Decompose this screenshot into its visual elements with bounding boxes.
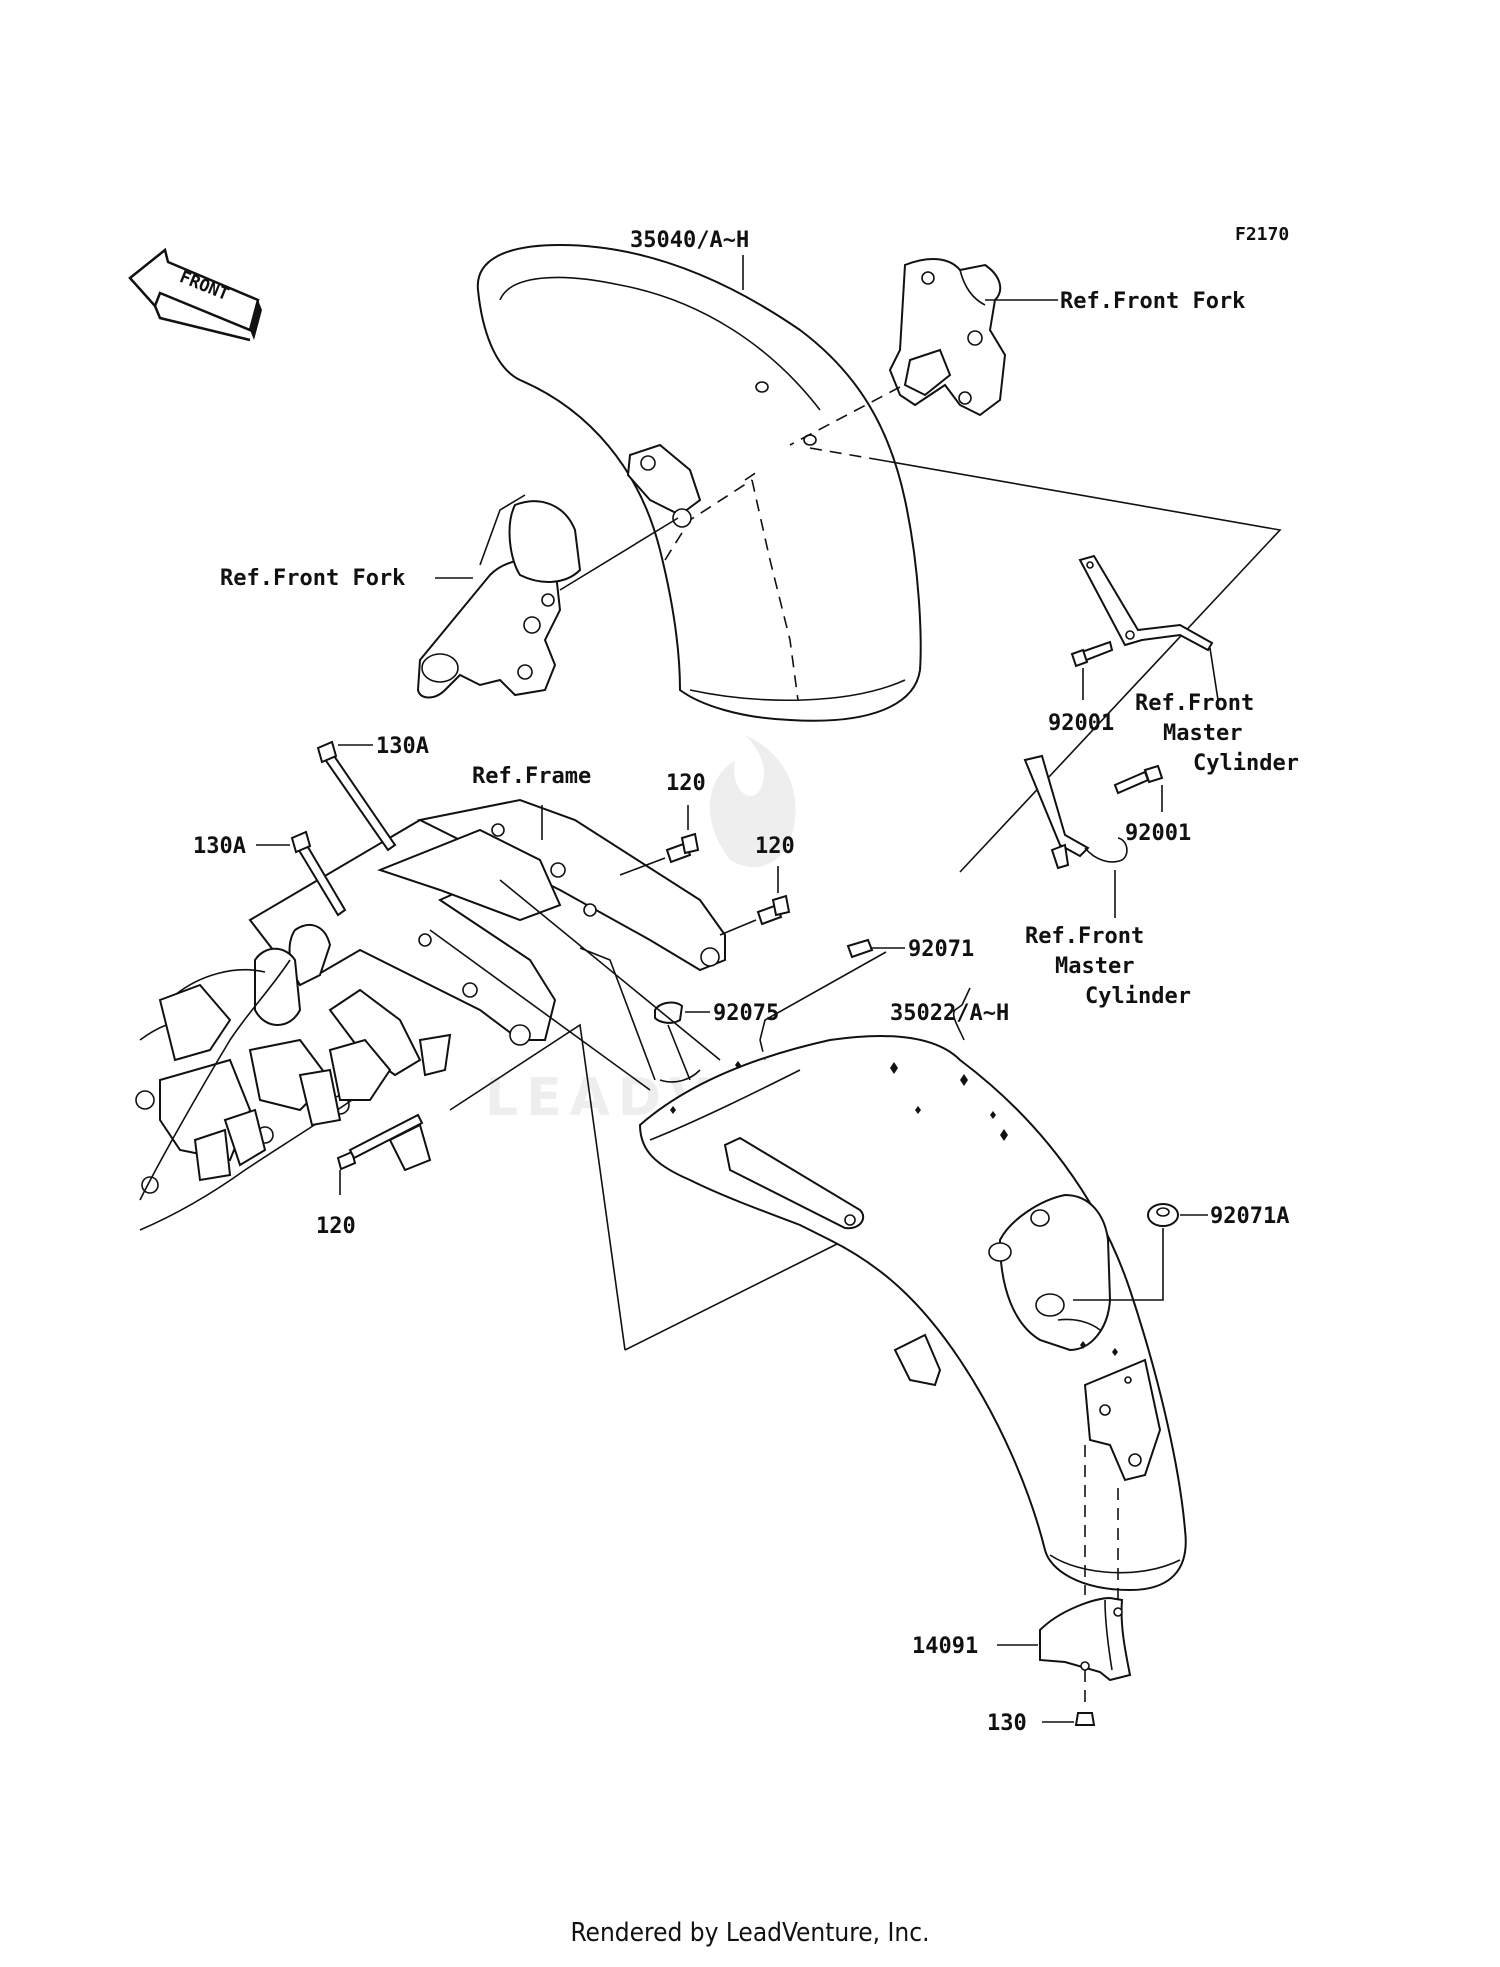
label-bolt-120-b: 120 bbox=[755, 834, 795, 859]
figure-code: F2170 bbox=[1235, 224, 1289, 245]
label-rear-fender: 35022/A~H bbox=[890, 1001, 1009, 1026]
label-grommet-92075: 92075 bbox=[713, 1001, 779, 1026]
frame bbox=[135, 798, 726, 1231]
label-ref-master-cyl-a-line2: Master bbox=[1163, 721, 1242, 746]
label-ref-master-cyl-a-line1: Ref.Front bbox=[1135, 691, 1254, 716]
label-ref-front-fork-top: Ref.Front Fork bbox=[1060, 289, 1245, 314]
front-arrow-icon: FRONT bbox=[128, 247, 262, 342]
label-bolt-130: 130 bbox=[987, 1711, 1027, 1736]
rear-fender bbox=[638, 1035, 1187, 1592]
label-bolt-92001-a: 92001 bbox=[1048, 711, 1114, 736]
label-cover-14091: 14091 bbox=[912, 1634, 978, 1659]
label-grommet-92071a: 92071A bbox=[1210, 1204, 1289, 1229]
bolt-130a-top bbox=[316, 740, 397, 852]
grommet-92075 bbox=[654, 1001, 684, 1024]
front-fork-right bbox=[888, 258, 1007, 417]
watermark-flame-icon bbox=[709, 735, 796, 868]
label-bolt-120-a: 120 bbox=[666, 771, 706, 796]
label-bolt-130a-top: 130A bbox=[376, 734, 429, 759]
bolt-120-bottom bbox=[336, 1113, 424, 1171]
master-cylinder-bracket-upper bbox=[1078, 554, 1214, 652]
bolt-120-b bbox=[756, 894, 791, 926]
label-bolt-130a-left: 130A bbox=[193, 834, 246, 859]
label-grommet-92071: 92071 bbox=[908, 937, 974, 962]
grommet-92071 bbox=[846, 938, 874, 959]
master-cylinder-bracket-lower bbox=[1023, 754, 1128, 870]
bolt-130a-left bbox=[290, 830, 347, 917]
label-bolt-120-bottom: 120 bbox=[316, 1214, 356, 1239]
front-fork-left bbox=[416, 494, 582, 699]
label-bolt-92001-b: 92001 bbox=[1125, 821, 1191, 846]
bolt-92001-a bbox=[1070, 640, 1114, 668]
cover-14091 bbox=[1039, 1596, 1132, 1682]
bolt-120-a bbox=[665, 832, 700, 864]
bolt-130 bbox=[1074, 1712, 1096, 1726]
label-ref-front-fork-left: Ref.Front Fork bbox=[220, 566, 405, 591]
front-fender bbox=[476, 243, 922, 722]
bolt-92001-b bbox=[1113, 764, 1164, 795]
label-ref-master-cyl-b-line1: Ref.Front bbox=[1025, 924, 1144, 949]
grommet-92071a bbox=[1147, 1203, 1179, 1227]
label-ref-frame: Ref.Frame bbox=[472, 764, 591, 789]
label-ref-master-cyl-b-line2: Master bbox=[1055, 954, 1134, 979]
label-ref-master-cyl-a-line3: Cylinder bbox=[1193, 751, 1299, 776]
footer-credit: Rendered by LeadVenture, Inc. bbox=[570, 1918, 930, 1948]
label-ref-master-cyl-b-line3: Cylinder bbox=[1085, 984, 1191, 1009]
label-front-fender: 35040/A~H bbox=[630, 228, 749, 253]
